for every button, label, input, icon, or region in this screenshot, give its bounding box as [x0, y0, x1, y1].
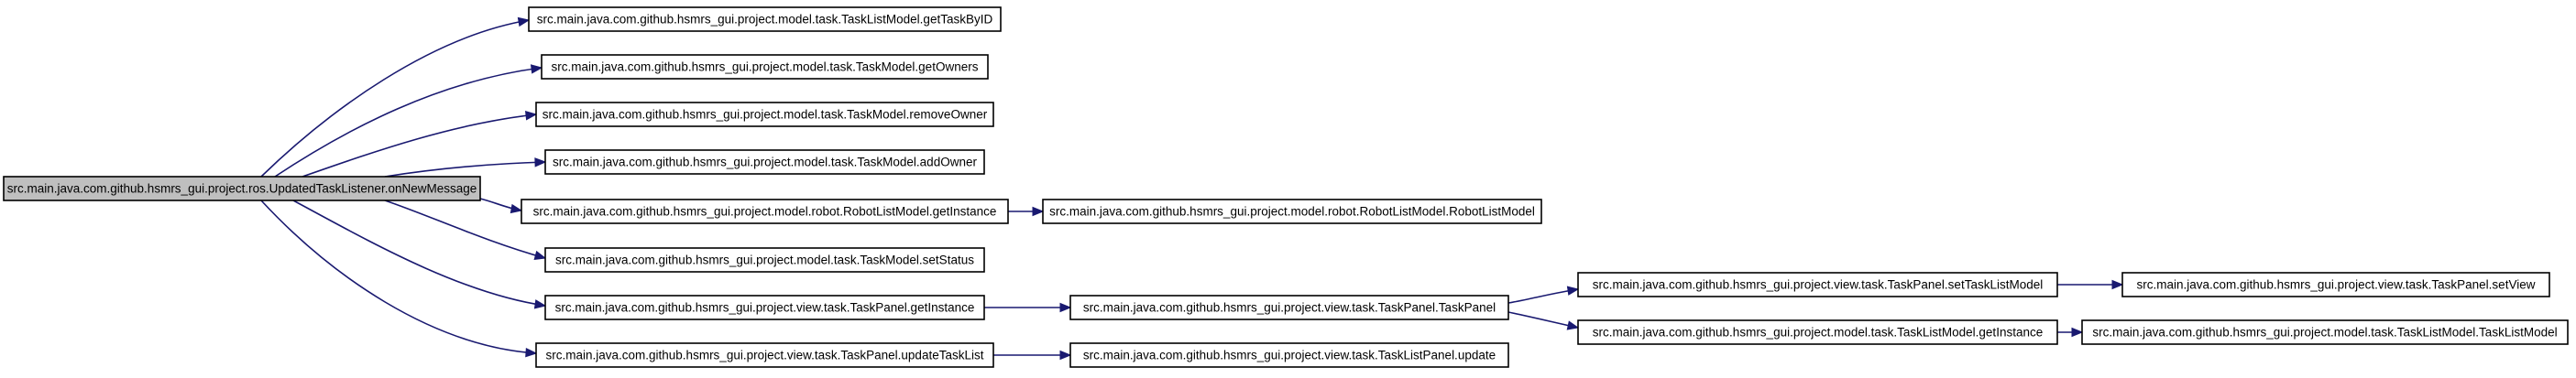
edge-root-to-n3 [301, 113, 537, 178]
function-node[interactable]: src.main.java.com.github.hsmrs_gui.proje… [2121, 272, 2550, 297]
arrowhead-n11 [1059, 350, 1072, 361]
node-label: src.main.java.com.github.hsmrs_gui.proje… [533, 205, 997, 219]
function-node[interactable]: src.main.java.com.github.hsmrs_gui.proje… [521, 199, 1009, 224]
node-label: src.main.java.com.github.hsmrs_gui.proje… [543, 108, 988, 122]
edge-n10-to-n12 [1507, 288, 1579, 304]
arrowhead-n4 [534, 157, 547, 167]
node-label: src.main.java.com.github.hsmrs_gui.proje… [1593, 278, 2043, 292]
node-label: src.main.java.com.github.hsmrs_gui.proje… [1083, 349, 1496, 362]
function-node[interactable]: src.main.java.com.github.hsmrs_gui.proje… [2081, 319, 2569, 345]
function-node[interactable]: src.main.java.com.github.hsmrs_gui.proje… [535, 102, 994, 127]
edge-root-to-n1 [260, 19, 530, 178]
node-box [544, 149, 985, 175]
arrowhead-n8 [525, 347, 538, 358]
call-edges [260, 16, 2124, 361]
node-label: src.main.java.com.github.hsmrs_gui.proje… [2092, 326, 2557, 340]
edge-root-to-n8 [260, 200, 537, 354]
node-box [1069, 342, 1509, 368]
function-node[interactable]: src.main.java.com.github.hsmrs_gui.proje… [544, 149, 985, 175]
arrowhead-n2 [530, 64, 543, 74]
node-box [535, 102, 994, 127]
function-node[interactable]: src.main.java.com.github.hsmrs_gui.proje… [1069, 295, 1509, 320]
function-node[interactable]: src.main.java.com.github.hsmrs_gui.proje… [544, 295, 985, 320]
arrowhead-n1 [517, 16, 531, 27]
arrowhead-n7 [533, 299, 547, 309]
function-node[interactable]: src.main.java.com.github.hsmrs_gui.proje… [1042, 199, 1542, 224]
node-box [544, 295, 985, 320]
arrowhead-n14 [2111, 279, 2124, 290]
edge-n10-to-n13 [1507, 311, 1579, 329]
node-label: src.main.java.com.github.hsmrs_gui.proje… [1049, 205, 1535, 219]
node-label: src.main.java.com.github.hsmrs_gui.proje… [552, 60, 979, 74]
node-label: src.main.java.com.github.hsmrs_gui.proje… [546, 349, 984, 362]
node-label: src.main.java.com.github.hsmrs_gui.proje… [537, 13, 993, 27]
node-box [3, 176, 481, 201]
function-node[interactable]: src.main.java.com.github.hsmrs_gui.proje… [544, 247, 985, 273]
node-box [1042, 199, 1542, 224]
arrowhead-n3 [524, 111, 538, 121]
edge-root-to-n7 [292, 200, 546, 307]
function-node[interactable]: src.main.java.com.github.hsmrs_gui.proje… [1069, 342, 1509, 368]
node-label: src.main.java.com.github.hsmrs_gui.proje… [555, 254, 974, 267]
node-label: src.main.java.com.github.hsmrs_gui.proje… [1593, 326, 2043, 340]
node-box [1069, 295, 1509, 320]
arrowhead-n5 [510, 203, 523, 214]
edge-root-to-n2 [274, 67, 543, 178]
node-box [535, 342, 994, 368]
node-box [544, 247, 985, 273]
edge-root-to-n6 [384, 200, 546, 259]
arrowhead-n9 [1032, 206, 1045, 217]
function-node[interactable]: src.main.java.com.github.hsmrs_gui.proje… [535, 342, 994, 368]
node-label: src.main.java.com.github.hsmrs_gui.proje… [7, 182, 477, 196]
node-label: src.main.java.com.github.hsmrs_gui.proje… [1083, 301, 1496, 315]
arrowhead-n15 [2071, 327, 2084, 338]
function-node[interactable]: src.main.java.com.github.hsmrs_gui.proje… [528, 6, 1002, 32]
arrowhead-n13 [1566, 320, 1580, 330]
function-node[interactable]: src.main.java.com.github.hsmrs_gui.proje… [1577, 272, 2058, 297]
node-box [2121, 272, 2550, 297]
node-box [1577, 272, 2058, 297]
function-node[interactable]: src.main.java.com.github.hsmrs_gui.proje… [1577, 319, 2058, 345]
function-node[interactable]: src.main.java.com.github.hsmrs_gui.proje… [541, 54, 989, 80]
node-box [541, 54, 989, 80]
node-label: src.main.java.com.github.hsmrs_gui.proje… [2137, 278, 2536, 292]
arrowhead-n10 [1059, 302, 1072, 313]
node-box [521, 199, 1009, 224]
arrowhead-n12 [1566, 286, 1580, 296]
node-label: src.main.java.com.github.hsmrs_gui.proje… [555, 301, 975, 315]
arrowhead-n6 [533, 250, 547, 260]
node-box [1577, 319, 2058, 345]
edge-root-to-n4 [384, 161, 546, 178]
root-function-node[interactable]: src.main.java.com.github.hsmrs_gui.proje… [3, 176, 481, 201]
node-label: src.main.java.com.github.hsmrs_gui.proje… [553, 156, 977, 169]
node-box [2081, 319, 2569, 345]
node-box [528, 6, 1002, 32]
call-nodes: src.main.java.com.github.hsmrs_gui.proje… [3, 6, 2569, 368]
